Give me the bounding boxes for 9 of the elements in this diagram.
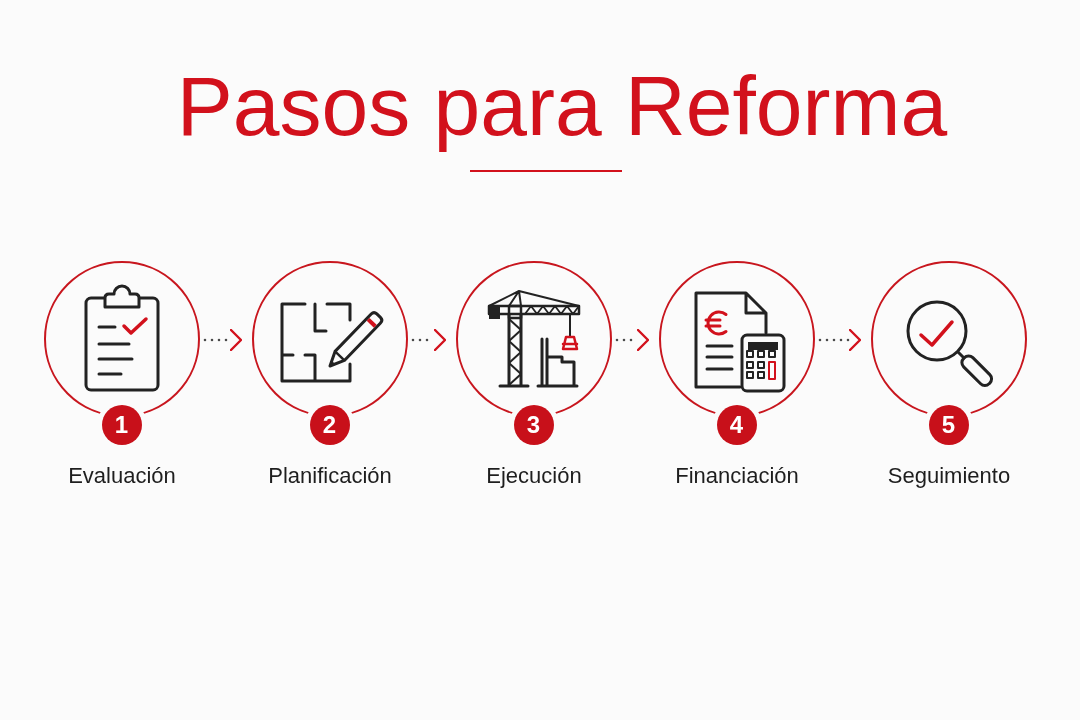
arrow [203, 328, 243, 352]
arrow [411, 328, 447, 352]
step-label: Planificación [268, 462, 392, 489]
step-label: Financiación [675, 462, 799, 489]
step-label: Ejecución [486, 462, 582, 489]
arrow [818, 328, 862, 352]
arrow [615, 328, 650, 352]
step-label: Evaluación [68, 462, 176, 489]
step-label: Seguimiento [887, 462, 1011, 489]
